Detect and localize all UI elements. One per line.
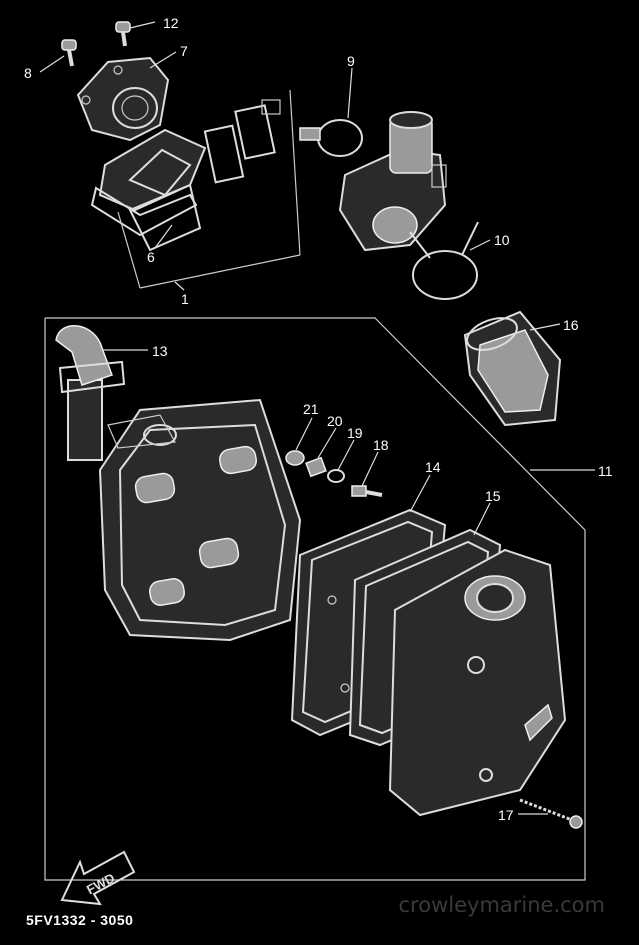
silencer-case (98, 398, 302, 642)
callout-14: 14 (425, 459, 441, 475)
callout-21: 21 (303, 401, 319, 417)
callout-16: 16 (563, 317, 579, 333)
callout-1: 1 (181, 291, 189, 307)
callout-11: 11 (598, 463, 613, 479)
callout-20: 20 (327, 413, 343, 429)
intake-manifold-7 (76, 56, 170, 142)
callout-17: 17 (498, 807, 514, 823)
drawing-code: 5FV1332 - 3050 (26, 912, 134, 928)
leader-lines (39, 21, 595, 815)
screw-17 (519, 798, 583, 829)
joint-16 (463, 310, 562, 427)
gasket-6 (128, 183, 202, 252)
clamp-9 (299, 119, 363, 157)
bolt-18 (351, 485, 383, 497)
screw-12 (115, 21, 131, 47)
bolt-8 (61, 39, 77, 67)
callout-19: 19 (347, 425, 363, 441)
callout-9: 9 (347, 53, 355, 69)
callout-10: 10 (494, 232, 510, 248)
callout-18: 18 (373, 437, 389, 453)
watermark: crowleymarine.com (398, 893, 605, 917)
callout-13: 13 (152, 343, 168, 359)
carburetor (338, 111, 447, 252)
grommet-21 (285, 450, 305, 466)
pipe-13 (55, 325, 126, 461)
fwd-arrow-icon: FWD (60, 850, 136, 906)
callout-6: 6 (147, 249, 155, 265)
clip-10 (409, 221, 479, 300)
collar-20 (305, 456, 327, 478)
washer-19 (327, 469, 345, 483)
silencer-assembly-outline-11 (44, 317, 586, 881)
callout-15: 15 (485, 488, 501, 504)
silencer-cover (388, 548, 567, 817)
fwd-label: FWD (84, 870, 117, 897)
callout-12: 12 (163, 15, 179, 31)
callout-8: 8 (24, 65, 32, 81)
callout-7: 7 (180, 43, 188, 59)
